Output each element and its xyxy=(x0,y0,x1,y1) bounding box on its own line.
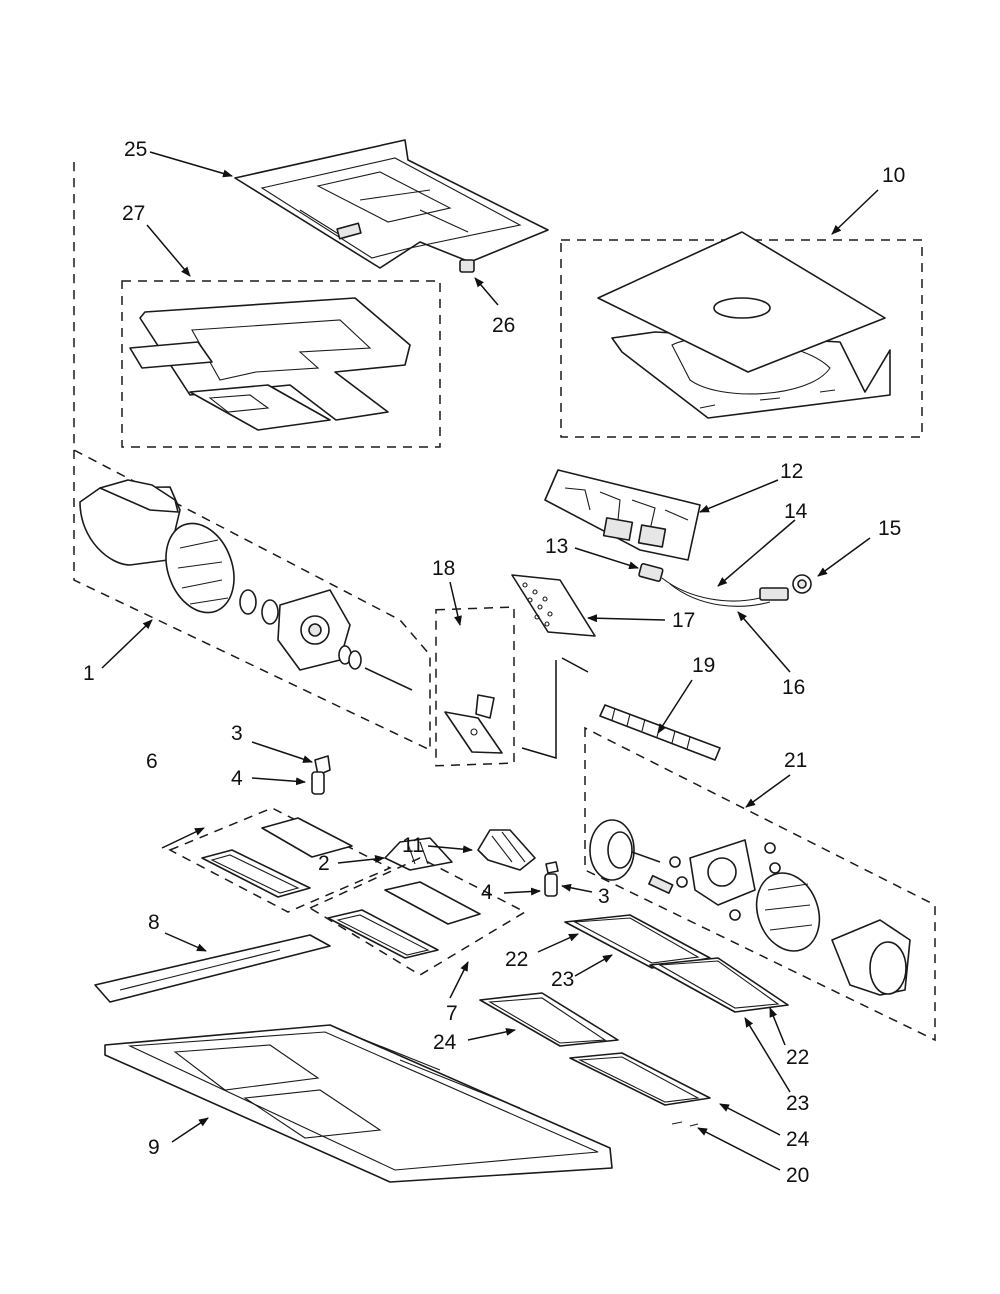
part-7-filters xyxy=(327,881,481,959)
callout-20: 20 xyxy=(786,1164,809,1187)
part-18-group-box xyxy=(435,606,515,767)
part-3-4-bulb-left xyxy=(311,755,331,795)
callout-10: 10 xyxy=(882,164,905,187)
callout-17: 17 xyxy=(672,609,695,632)
callout-23-left: 23 xyxy=(551,968,574,991)
part-6-group-box xyxy=(168,807,392,913)
callout-22-left: 22 xyxy=(505,948,528,971)
part-1-group-box xyxy=(73,162,431,752)
part-25-top-plate xyxy=(234,139,549,269)
bracket-line xyxy=(521,657,589,760)
callout-19: 19 xyxy=(692,654,715,677)
part-9-bottom-frame xyxy=(104,1024,613,1183)
part-17-membrane-panel xyxy=(511,574,596,637)
part-20-screw xyxy=(671,1121,699,1127)
callout-22-right: 22 xyxy=(786,1046,809,1069)
callout-6: 6 xyxy=(146,750,158,773)
part-6-filters xyxy=(201,817,353,898)
part-22-23-filters-upper xyxy=(564,914,789,1013)
callout-3-right: 3 xyxy=(598,885,610,908)
callout-25: 25 xyxy=(124,138,147,161)
leader-arrows xyxy=(101,151,879,1171)
part-19-light-tube xyxy=(599,704,721,761)
part-11-light-lens xyxy=(477,829,536,871)
part-27-filter-frames xyxy=(129,297,411,431)
callout-13: 13 xyxy=(545,535,568,558)
part-21-group-box xyxy=(584,726,936,1042)
callout-21: 21 xyxy=(784,749,807,772)
part-13-16-wire-harness xyxy=(638,563,812,607)
part-1-blower-assembly xyxy=(79,479,413,691)
callout-4-right: 4 xyxy=(481,881,493,904)
callout-2: 2 xyxy=(318,852,330,875)
callout-labels: 25 27 26 10 1 18 12 13 14 15 16 17 19 21… xyxy=(83,138,905,1187)
callout-16: 16 xyxy=(782,676,805,699)
callout-18: 18 xyxy=(432,557,455,580)
callout-9: 9 xyxy=(148,1136,160,1159)
callout-26: 26 xyxy=(492,314,515,337)
part-3-4-bulb-right xyxy=(544,861,559,897)
callout-14: 14 xyxy=(784,500,808,523)
callout-4-left: 4 xyxy=(231,767,243,790)
part-7-group-box xyxy=(308,857,527,976)
part-18-damper xyxy=(444,694,503,754)
callout-11: 11 xyxy=(402,834,424,857)
callout-15: 15 xyxy=(878,517,901,540)
callout-12: 12 xyxy=(780,460,803,483)
callout-27: 27 xyxy=(122,202,145,225)
part-27-group-box xyxy=(121,280,441,448)
part-12-control-board xyxy=(544,469,701,561)
callout-1: 1 xyxy=(83,662,95,685)
part-21-motor-assembly xyxy=(589,819,911,996)
part-24-filter-frames xyxy=(479,992,711,1106)
part-10-blower-housing xyxy=(597,231,891,419)
callout-24-right: 24 xyxy=(786,1128,810,1151)
callout-23-right: 23 xyxy=(786,1092,809,1115)
callout-7: 7 xyxy=(446,1002,458,1025)
part-26-clip xyxy=(459,259,475,273)
callout-8: 8 xyxy=(148,911,160,934)
callout-24-left: 24 xyxy=(433,1031,457,1054)
part-8-side-rail xyxy=(94,934,331,1003)
callout-3-left: 3 xyxy=(231,722,243,745)
